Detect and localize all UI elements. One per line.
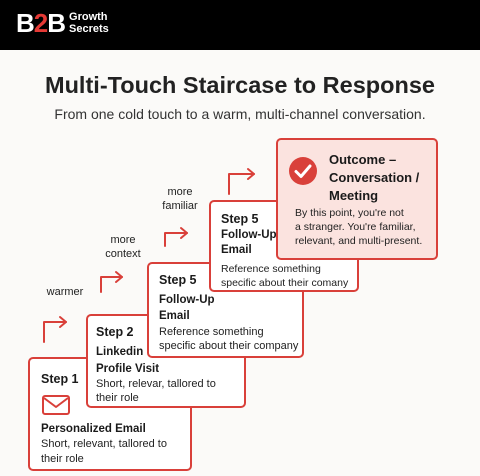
arrow-4-head <box>247 168 255 180</box>
page-subtitle: From one cold touch to a warm, multi-cha… <box>54 106 426 122</box>
step-2-name: Linkedin Profile Visit <box>96 346 160 375</box>
transition-label-warmer: warmer <box>46 286 84 298</box>
outcome-description: By this point, you're not a stranger. Yo… <box>295 207 423 247</box>
arrow-3 <box>164 232 188 247</box>
brand-logo: B2B Growth Secrets <box>16 9 119 37</box>
step-1-name: Personalized Email <box>41 423 146 435</box>
transition-label-more-familiar: more familiar <box>162 186 198 212</box>
arrow-2-head <box>115 271 123 283</box>
arrow-3-head <box>180 227 188 239</box>
arrow-1-head <box>59 316 67 328</box>
page-title: Multi-Touch Staircase to Response <box>45 72 435 98</box>
envelope-icon <box>42 395 70 415</box>
step-2-description: Short, relevar, tallored to their role <box>96 378 216 404</box>
step-3-name: Follow-Up Email <box>159 294 215 322</box>
step-4-name: Follow-Up Email <box>221 229 277 256</box>
arrow-4 <box>228 173 255 195</box>
step-2-label: Step 2 <box>96 325 134 339</box>
logo-tagline: Growth Secrets <box>69 11 109 35</box>
step-4-description: Reference something specific about their… <box>221 263 349 289</box>
arrow-1 <box>43 321 67 343</box>
transition-label-more-context: more context <box>105 234 141 260</box>
step-3-label: Step 5 <box>159 273 197 287</box>
arrow-2 <box>100 276 123 293</box>
step-3-description: Reference something specific about their… <box>159 326 299 352</box>
check-circle-icon <box>289 157 317 185</box>
step-1-label: Step 1 <box>41 372 79 386</box>
top-bar: B2B Growth Secrets <box>0 0 480 50</box>
outcome-title: Outcome – Conversation / Meeting <box>329 152 420 203</box>
step-4-label: Step 5 <box>221 212 259 226</box>
outcome-card: Outcome – Conversation / Meeting By this… <box>276 138 438 260</box>
logo-mark: B2B <box>16 8 66 38</box>
step-1-description: Short, relevant, tallored to their role <box>41 438 167 465</box>
